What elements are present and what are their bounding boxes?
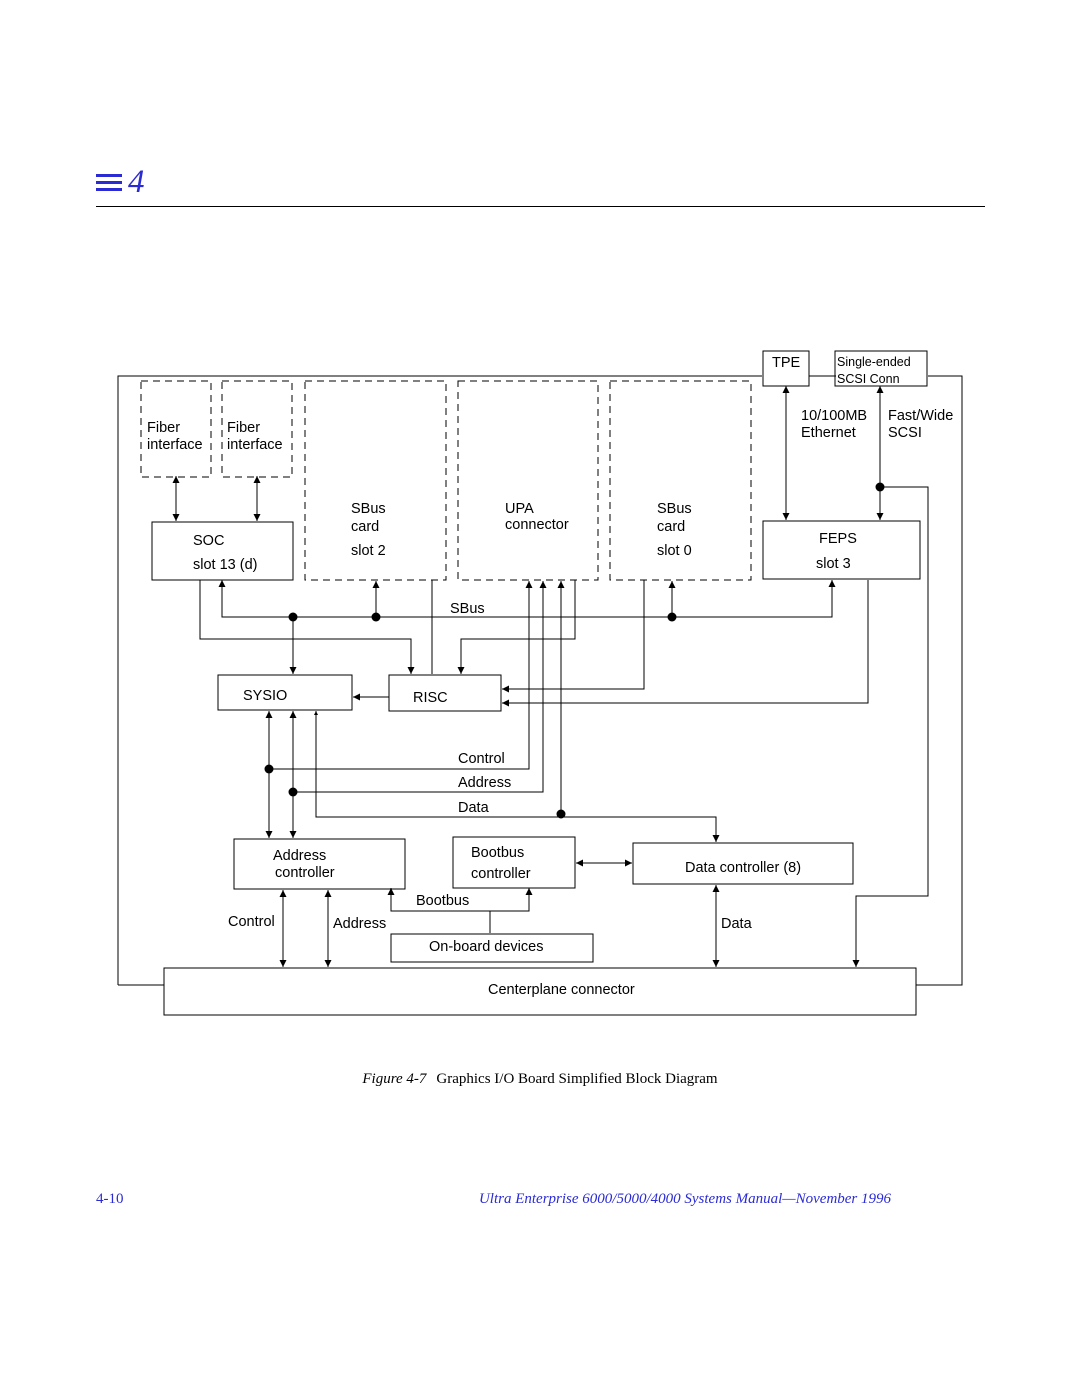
sbus-slot0-label-a: SBus [657,501,692,517]
sbus-slot2-label-a: SBus [351,501,386,517]
fast-wide-label-a: Fast/Wide [888,408,953,424]
chapter-bars-icon [96,174,122,198]
upa-label-a: UPA [505,501,534,517]
feps-label-a: FEPS [819,531,857,547]
control-line-label: Control [228,914,275,930]
onboard-devices-label: On-board devices [429,939,543,955]
running-title: Ultra Enterprise 6000/5000/4000 Systems … [478,1191,892,1207]
chapter-number: 4 [128,164,145,200]
onboard-devices-box [390,933,594,963]
feps-label-b: slot 3 [816,556,851,572]
fiber-interface-2-label-a: Fiber [227,420,260,436]
soc-label-b: slot 13 (d) [193,557,257,573]
figure-caption: Figure 4-7 Graphics I/O Board Simplified … [0,1071,1080,1088]
address-controller-label-a: Address [273,848,326,864]
board-outline [117,375,963,986]
address-line-label: Address [333,916,386,932]
address-controller-box [233,838,406,890]
bootbus-controller-label-b: controller [471,866,531,882]
data-controller-box [632,842,854,885]
sbus-slot2-label-c: slot 2 [351,543,386,559]
ethernet-label-a: 10/100MB [801,408,867,424]
soc-label-a: SOC [193,533,224,549]
header-rule [96,206,985,207]
page-number: 4-10 [96,1191,124,1207]
sysio-label: SYSIO [243,688,287,704]
data-bus-label: Data [458,800,490,816]
upa-label-b: connector [505,517,569,533]
sysio-box [217,674,353,711]
fast-wide-label-b: SCSI [888,425,922,441]
sbus-slot2-label-b: card [351,519,379,535]
bootbus-controller-label-a: Bootbus [471,845,524,861]
data-controller-label: Data controller (8) [685,860,801,876]
sbus-slot0-label-c: slot 0 [657,543,692,559]
data-line-label: Data [721,916,753,932]
scsi-conn-label-b: SCSI Conn [837,372,900,386]
tpe-label: TPE [772,355,801,371]
centerplane-label: Centerplane connector [488,982,635,998]
control-bus-label: Control [458,751,505,767]
fiber-interface-1-label-b: interface [147,437,203,453]
fiber-interface-2-label-b: interface [227,437,283,453]
scsi-conn-label-a: Single-ended [837,355,911,369]
figure-title: Graphics I/O Board Simplified Block Diag… [436,1071,718,1087]
risc-label: RISC [413,690,448,706]
sbus-slot0-label-b: card [657,519,685,535]
address-bus-label: Address [458,775,511,791]
ethernet-label-b: Ethernet [801,425,856,441]
sbus-bus-label: SBus [450,601,485,617]
figure-label: Figure 4-7 [362,1071,427,1087]
address-controller-label-b: controller [275,865,335,881]
feps-box [762,520,921,580]
bootbus-label: Bootbus [416,893,469,909]
centerplane-box [163,967,917,1016]
upa-connector-box [457,380,599,581]
fiber-interface-1-label-a: Fiber [147,420,180,436]
